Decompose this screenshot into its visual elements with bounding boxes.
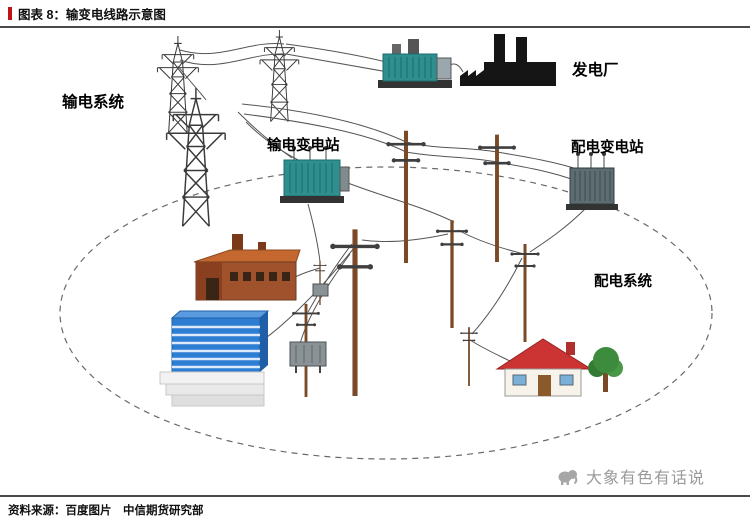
transmission-substation-illustration bbox=[280, 146, 350, 203]
figure-footer: 资料来源：百度图片 中信期货研究部 bbox=[0, 495, 750, 522]
office-building-illustration bbox=[159, 310, 270, 407]
factory-building-illustration bbox=[193, 234, 301, 301]
header-accent-bar bbox=[8, 6, 12, 20]
watermark: 大象有色有话说 bbox=[556, 464, 705, 488]
transmission-towers bbox=[156, 29, 300, 228]
utility-poles bbox=[290, 131, 542, 397]
utility-pole-icon bbox=[330, 229, 380, 396]
utility-pole-icon bbox=[459, 326, 479, 387]
tree-illustration bbox=[588, 347, 623, 392]
utility-pole-icon bbox=[386, 131, 425, 263]
utility-pole-icon bbox=[434, 218, 470, 330]
label-distribution-system: 配电系统 bbox=[594, 274, 652, 290]
label-power-plant: 发电厂 bbox=[572, 62, 619, 79]
source-text: 资料来源：百度图片 中信期货研究部 bbox=[8, 504, 204, 517]
distribution-substation-illustration bbox=[566, 152, 618, 210]
distribution-system-ellipse bbox=[59, 166, 713, 460]
power-plant-illustration bbox=[460, 34, 556, 86]
transmission-tower-icon bbox=[156, 35, 199, 134]
house-illustration bbox=[495, 338, 593, 397]
label-transmission-substation: 输电变电站 bbox=[267, 138, 340, 154]
elephant-logo-icon bbox=[558, 470, 578, 485]
label-transmission-system: 输电系统 bbox=[62, 94, 125, 111]
pole-transformer-box bbox=[312, 283, 329, 297]
utility-pole-icon bbox=[508, 242, 542, 344]
label-distribution-substation: 配电变电站 bbox=[571, 140, 644, 156]
generator-unit-illustration bbox=[378, 39, 452, 88]
watermark-text: 大象有色有话说 bbox=[586, 470, 706, 487]
distribution-transformer-box bbox=[289, 341, 327, 373]
figure-title: 图表 8：输变电线路示意图 bbox=[18, 7, 166, 22]
utility-pole-icon bbox=[476, 132, 518, 264]
figure-header: 图表 8：输变电线路示意图 bbox=[0, 0, 750, 28]
transmission-tower-icon bbox=[165, 87, 226, 228]
